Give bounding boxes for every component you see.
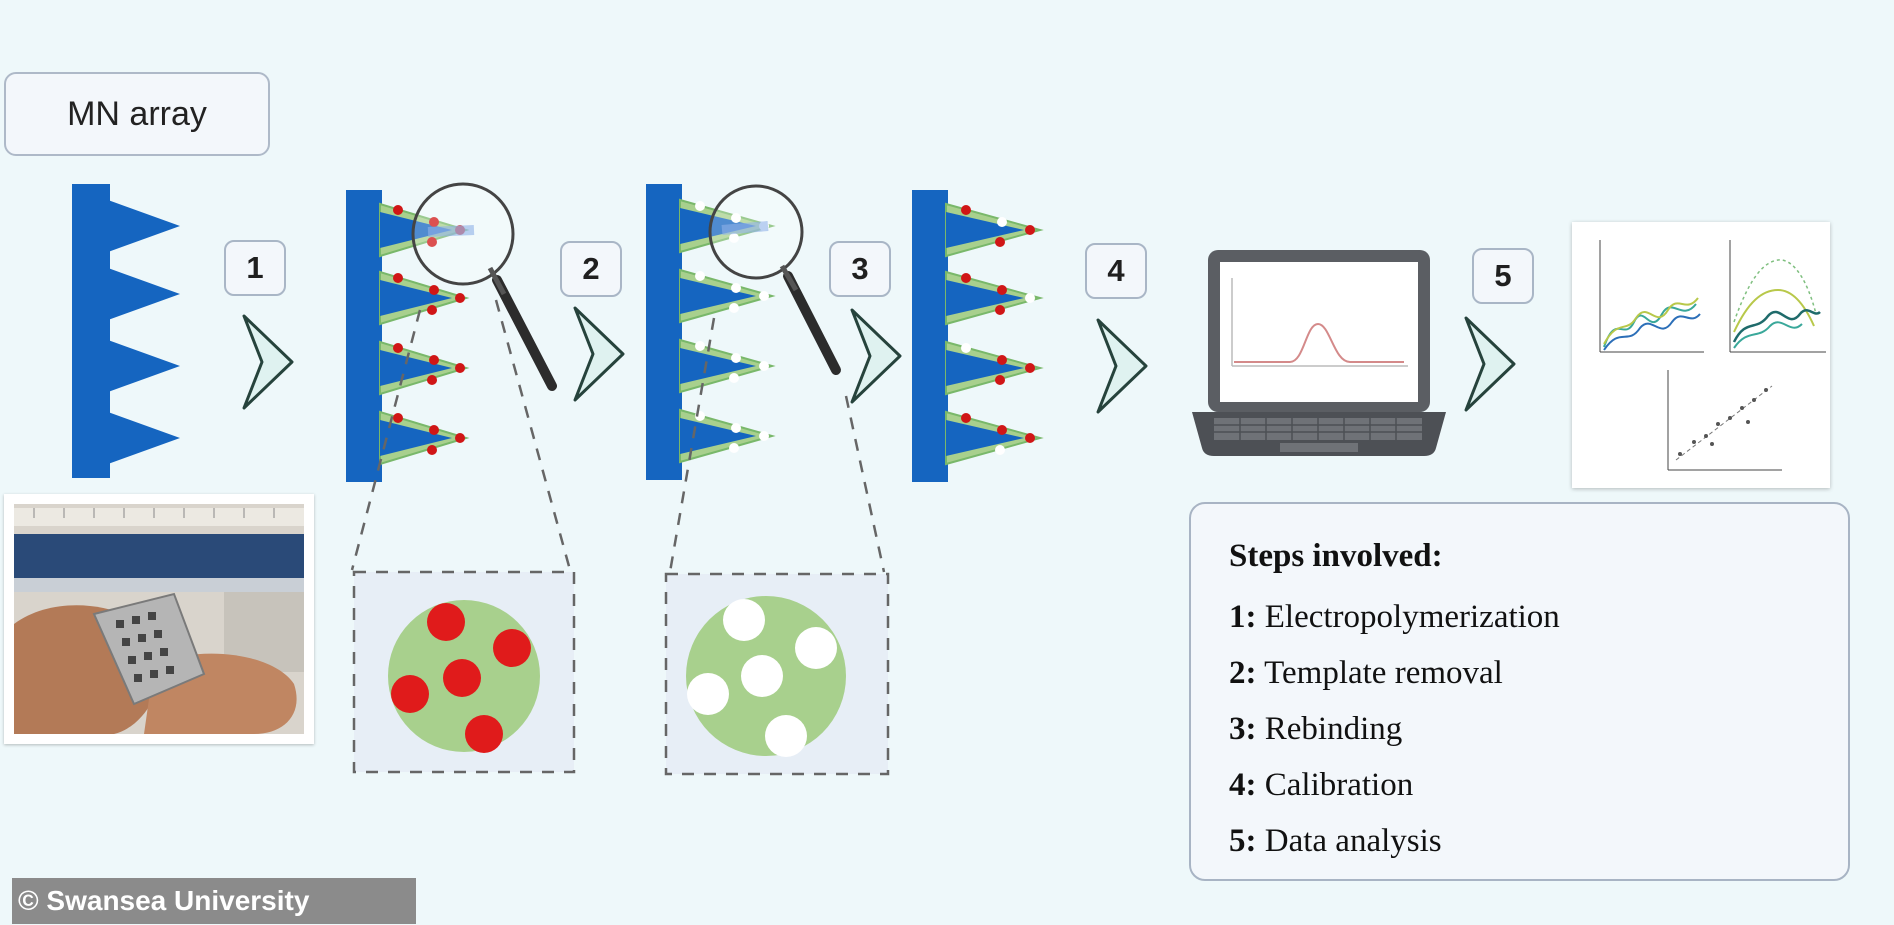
steps-involved-box: Steps involved: 1: Electropolymerization… xyxy=(1189,502,1850,881)
step-number-1: 1 xyxy=(224,240,286,296)
copyright-watermark: © Swansea University xyxy=(12,878,416,924)
chevron-arrow-icon xyxy=(1096,318,1148,414)
mn-array-rebound xyxy=(912,190,1044,482)
chevron-arrow-icon xyxy=(1464,316,1516,412)
step-number-4: 4 xyxy=(1085,243,1147,299)
step-item-text: Template removal xyxy=(1264,655,1503,691)
step-item: 3: Rebinding xyxy=(1229,709,1848,765)
mn-array-template-removed xyxy=(646,184,776,480)
template-particle-closeup xyxy=(388,600,540,753)
step-item: 2: Template removal xyxy=(1229,653,1848,709)
data-analysis-graphs xyxy=(1572,222,1830,488)
magnifier-icon xyxy=(708,184,841,375)
step-item-number: 4: xyxy=(1229,767,1257,803)
chevron-arrow-icon xyxy=(573,306,625,402)
mn-patch-photo xyxy=(4,494,314,744)
cavity-closeup xyxy=(686,596,846,757)
steps-title: Steps involved: xyxy=(1229,538,1443,574)
mn-array-bare xyxy=(72,184,180,478)
mn-array-label: MN array xyxy=(4,72,270,156)
step-item-text: Calibration xyxy=(1264,767,1414,803)
step-item-number: 2: xyxy=(1229,655,1257,691)
plot-bottom xyxy=(1667,370,1782,471)
plot-top-right xyxy=(1729,240,1826,353)
step-item-text: Data analysis xyxy=(1264,823,1442,859)
step-number-2: 2 xyxy=(560,241,622,297)
step-item-number: 1: xyxy=(1229,599,1257,635)
laptop-icon xyxy=(1192,250,1446,456)
step-item-number: 5: xyxy=(1229,823,1257,859)
step-item-number: 3: xyxy=(1229,711,1257,747)
step-item: 5: Data analysis xyxy=(1229,821,1848,877)
step-number-5: 5 xyxy=(1472,248,1534,304)
plot-top-left xyxy=(1599,240,1704,353)
step-number-3: 3 xyxy=(829,241,891,297)
step-item-text: Rebinding xyxy=(1264,711,1403,747)
magnifier-icon xyxy=(411,182,557,391)
step-item-text: Electropolymerization xyxy=(1264,599,1560,635)
chevron-arrow-icon xyxy=(242,314,294,410)
step-item: 1: Electropolymerization xyxy=(1229,597,1848,653)
chevron-arrow-icon xyxy=(850,308,902,404)
step-item: 4: Calibration xyxy=(1229,765,1848,821)
